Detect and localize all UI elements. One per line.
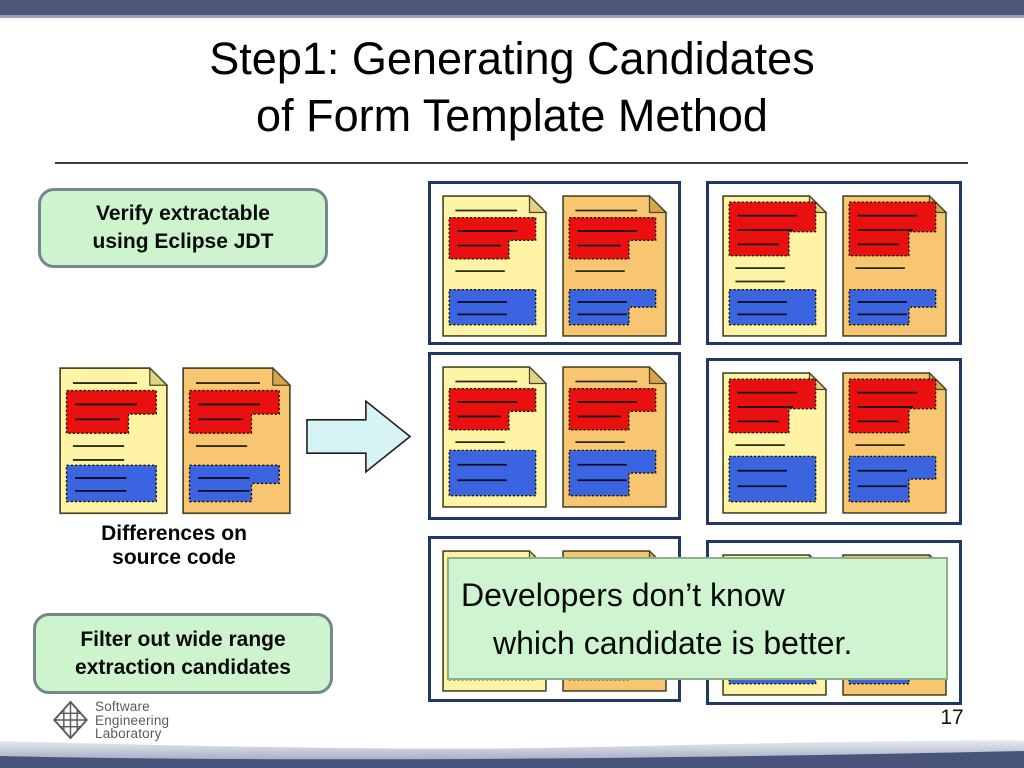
verify-callout-line1: Verify extractable [96,202,270,225]
verify-callout-line2: using Eclipse JDT [92,230,274,253]
sel-logo: Software Engineering Laboratory [52,700,169,741]
note-line2: which candidate is better. [493,624,853,661]
candidate-cell-4 [706,358,962,525]
yellow-document-icon [441,365,548,517]
orange-document-icon [841,194,948,342]
orange-document-icon [181,366,292,515]
candidate-cell-2 [706,181,962,345]
verify-callout: Verify extractable using Eclipse JDT [38,188,328,268]
page-title: Step1: Generating Candidates of Form Tem… [0,30,1024,144]
yellow-document-icon [58,366,169,515]
orange-document-icon [561,365,668,517]
top-accent-bar [0,0,1024,18]
yellow-document-icon [721,371,828,522]
logo-line3: Laboratory [95,726,162,741]
sel-logo-text: Software Engineering Laboratory [95,700,169,741]
note-overlay: Developers don’t know which candidate is… [447,557,948,680]
source-caption: Differences on source code [60,522,288,570]
yellow-document-icon [441,194,548,342]
source-caption-line2: source code [112,546,236,569]
bottom-wave-bar [0,736,1024,768]
title-line1: Step1: Generating Candidates [209,33,815,84]
logo-line1: Software [95,699,150,714]
filter-callout-line2: extraction candidates [75,655,291,679]
orange-document-icon [841,371,948,522]
source-documents [58,366,292,515]
source-caption-line1: Differences on [101,522,247,545]
filter-callout: Filter out wide range extraction candida… [33,613,333,694]
yellow-document-icon [721,194,828,342]
sel-logo-diamond-icon [53,700,88,740]
logo-line2: Engineering [95,712,170,728]
note-line1: Developers don’t know [461,576,785,613]
candidate-cell-1 [428,181,681,345]
page-number: 17 [940,706,964,729]
right-arrow-icon [306,399,412,474]
candidate-cell-3 [428,352,681,520]
title-line2: of Form Template Method [256,90,768,141]
orange-document-icon [561,194,668,342]
title-underline [55,162,968,164]
filter-callout-line1: Filter out wide range [80,627,286,651]
